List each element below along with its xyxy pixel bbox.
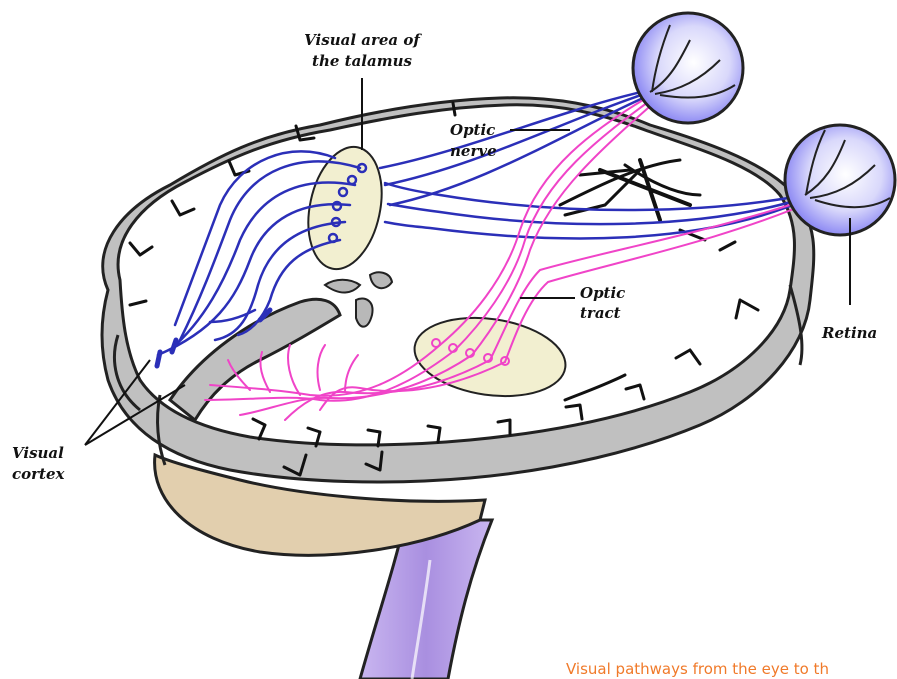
label-visual-cortex-line2: cortex xyxy=(12,465,66,483)
label-optic-tract-line2: tract xyxy=(580,304,621,322)
label-visual-cortex-line1: Visual xyxy=(12,444,64,462)
label-optic-nerve-line1: Optic xyxy=(450,121,495,139)
label-thalamus-line1: Visual area of xyxy=(304,31,422,49)
right-eyeball xyxy=(785,125,895,235)
figure-caption: Visual pathways from the eye to th xyxy=(566,660,897,679)
label-optic-nerve-line2: nerve xyxy=(450,142,497,160)
label-thalamus-line2: the talamus xyxy=(312,52,412,70)
label-retina: Retina xyxy=(821,324,877,342)
label-optic-tract-line1: Optic xyxy=(580,284,625,302)
left-eyeball xyxy=(633,13,743,123)
